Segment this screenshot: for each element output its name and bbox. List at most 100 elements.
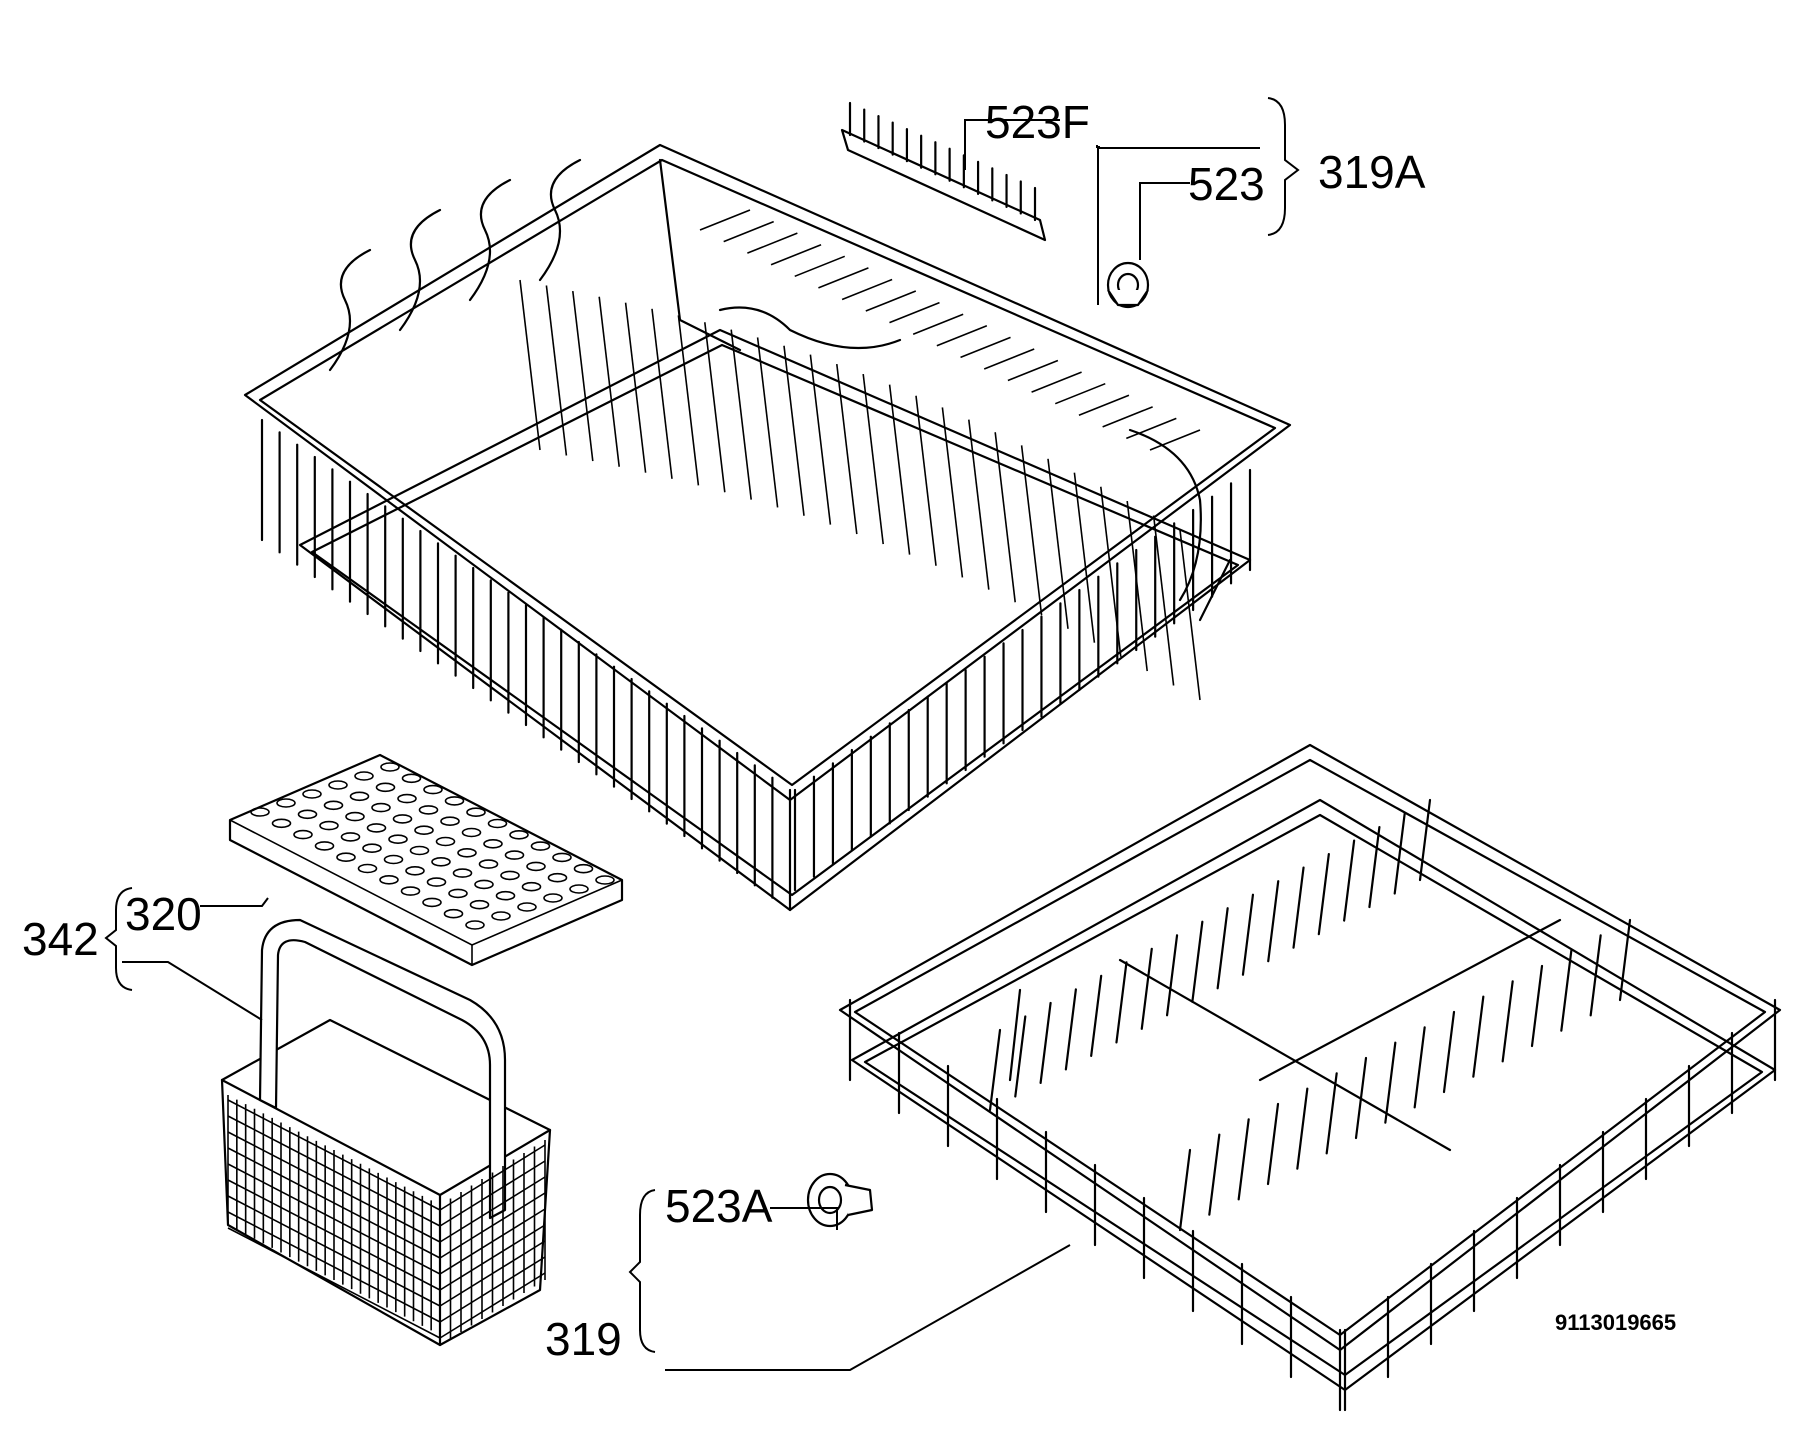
lid-hole xyxy=(426,877,447,887)
wire-segment xyxy=(960,336,1011,359)
wire-segment xyxy=(1325,1072,1338,1155)
bracket-342 xyxy=(104,887,133,991)
label-342: 342 xyxy=(22,913,99,965)
wire-segment xyxy=(1237,1118,1250,1201)
wire-segment xyxy=(227,1211,441,1323)
wire-segment xyxy=(889,301,940,324)
lid-hole xyxy=(250,807,270,817)
wire-segment xyxy=(439,1224,546,1291)
wire-segment xyxy=(1149,429,1201,451)
lid-hole xyxy=(400,886,421,896)
wire-segment xyxy=(1560,949,1573,1032)
lid-hole xyxy=(500,870,520,881)
lid-hole xyxy=(397,793,417,804)
lid-hole xyxy=(418,805,439,815)
wire-segment xyxy=(227,1131,441,1243)
lid-hole xyxy=(336,852,356,863)
lid-hole xyxy=(444,796,465,806)
lid-hole xyxy=(431,856,451,867)
wire-segment xyxy=(439,1208,546,1275)
lid-hole xyxy=(297,809,318,820)
lid-hole xyxy=(474,879,494,890)
lid-hole xyxy=(547,872,568,883)
wire-segment xyxy=(912,313,964,335)
lid-hole xyxy=(366,823,387,833)
wire-segment xyxy=(1618,918,1632,1002)
wire-segment xyxy=(1317,853,1330,936)
wire-segment xyxy=(545,285,568,456)
lid-hole xyxy=(276,798,296,808)
wire-segment xyxy=(1296,1087,1309,1170)
wire-segment xyxy=(1126,500,1148,672)
wire-segment xyxy=(624,302,647,473)
wire-segment xyxy=(809,354,832,525)
wire-segment xyxy=(941,407,964,578)
wire-segment xyxy=(227,1163,441,1275)
lid-hole xyxy=(362,843,382,854)
lid-hole xyxy=(509,829,529,840)
lid-hole xyxy=(371,802,391,813)
wire-segment xyxy=(1165,934,1179,1017)
wire-segment xyxy=(1442,1010,1456,1094)
wire-segment xyxy=(1241,893,1255,976)
wire-segment xyxy=(994,432,1016,603)
cutlery-basket[interactable] xyxy=(220,918,552,1347)
lid-hole xyxy=(573,863,594,874)
lid-hole xyxy=(504,850,525,860)
label-320: 320 xyxy=(125,888,202,940)
lid-hole xyxy=(440,816,460,827)
wire-segment xyxy=(1343,839,1356,922)
lid-hole xyxy=(469,899,490,910)
lid-hole xyxy=(461,827,482,838)
lid-hole xyxy=(349,791,370,802)
lid-hole xyxy=(466,807,486,818)
wire-segment xyxy=(227,1179,441,1291)
wire-segment xyxy=(227,1227,441,1339)
lid-hole xyxy=(392,814,413,824)
cutlery-basket-lid[interactable] xyxy=(228,753,624,967)
wire-segment xyxy=(756,337,779,508)
upper-basket[interactable] xyxy=(243,143,1292,912)
wire-segment xyxy=(1292,866,1305,949)
wire-segment xyxy=(915,395,937,566)
lid-hole xyxy=(543,893,563,903)
wire-segment xyxy=(723,220,774,243)
wire-segment xyxy=(1179,529,1201,701)
lid-hole xyxy=(414,825,434,836)
wire-segment xyxy=(1039,1001,1052,1085)
wire-segment xyxy=(704,322,726,493)
upper-basket-wheel[interactable] xyxy=(1106,261,1150,309)
wire-segment xyxy=(1418,798,1432,882)
lid-hole xyxy=(465,920,485,930)
wire-segment xyxy=(227,1195,441,1307)
label-523: 523 xyxy=(1188,158,1265,210)
wire-segment xyxy=(227,1115,441,1227)
label-319: 319 xyxy=(545,1313,622,1365)
lid-hole xyxy=(569,884,589,894)
wire-segment xyxy=(1208,1133,1221,1216)
wire-segment xyxy=(598,296,620,467)
lid-hole xyxy=(491,911,511,921)
lid-hole xyxy=(354,771,374,781)
wire-segment xyxy=(1102,406,1153,428)
lid-hole xyxy=(452,868,473,878)
wire-segment xyxy=(439,1160,546,1227)
wire-segment xyxy=(699,209,751,231)
lid-hole xyxy=(423,784,443,795)
wire-segment xyxy=(783,345,805,516)
wire-segment xyxy=(227,1099,441,1211)
wire-segment xyxy=(1054,382,1106,405)
cup-rack-523F[interactable] xyxy=(840,101,1047,242)
wire-segment xyxy=(770,243,822,266)
wire-segment xyxy=(983,348,1035,370)
wire-segment xyxy=(439,1192,546,1259)
lid-hole xyxy=(401,773,422,784)
lower-basket[interactable] xyxy=(838,743,1782,1412)
lower-basket-wheel[interactable] xyxy=(806,1172,874,1228)
wire-segment xyxy=(865,290,917,312)
wire-segment xyxy=(988,1028,1002,1112)
leader-lines xyxy=(122,119,1260,1371)
wire-segment xyxy=(439,1240,546,1307)
lid-hole xyxy=(552,852,572,863)
lid-hole xyxy=(530,841,551,851)
